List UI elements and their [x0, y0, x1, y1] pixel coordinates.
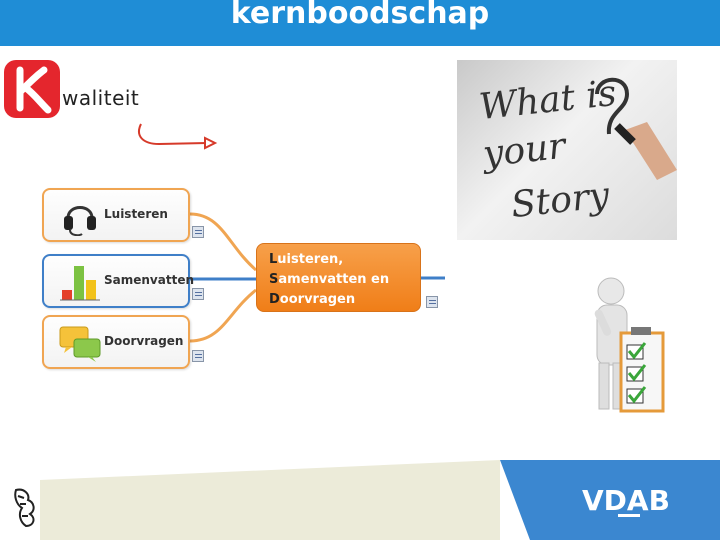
story-photo: What is your Story	[457, 60, 677, 240]
central-line-rest: oorvragen	[279, 292, 356, 307]
branch-label: Doorvragen	[104, 334, 184, 348]
central-line: Doorvragen	[269, 290, 420, 310]
headset-icon	[64, 206, 96, 236]
central-initial: S	[269, 272, 279, 287]
branch-label: Samenvatten	[104, 273, 194, 287]
title-bar: kernboodschap	[0, 0, 720, 46]
logo-wordmark: waliteit	[62, 86, 140, 110]
question-mark-icon	[595, 77, 677, 180]
flemish-lion-icon	[14, 488, 35, 528]
speech-bubbles-icon	[59, 326, 101, 362]
central-line: Samenvatten en	[269, 270, 420, 290]
mindmap-branch-luisteren: Luisteren	[42, 188, 190, 242]
central-line-rest: uisteren,	[277, 252, 344, 267]
figure-checklist-icon	[594, 277, 665, 413]
branch-label: Luisteren	[104, 207, 168, 221]
note-icon	[426, 296, 438, 308]
curved-arrow-icon	[138, 123, 218, 150]
central-initial: L	[269, 252, 278, 267]
central-line: Luisteren,	[269, 250, 420, 270]
note-icon	[192, 288, 204, 300]
vdab-underline	[618, 514, 640, 517]
mindmap-central-node: Luisteren, Samenvatten en Doorvragen	[256, 243, 421, 312]
note-icon	[192, 350, 204, 362]
vdab-logo: VDAB	[582, 484, 670, 517]
kwaliteit-logo-icon	[4, 60, 60, 118]
central-line-rest: amenvatten en	[278, 272, 390, 287]
mindmap-branch-samenvatten: Samenvatten	[42, 254, 194, 308]
footer-band	[40, 460, 720, 540]
note-icon	[192, 226, 204, 238]
central-initial: D	[269, 292, 280, 307]
mindmap-branch-doorvragen: Doorvragen	[42, 315, 190, 369]
slide-title: kernboodschap	[230, 0, 490, 31]
bar-chart-icon	[60, 266, 100, 301]
